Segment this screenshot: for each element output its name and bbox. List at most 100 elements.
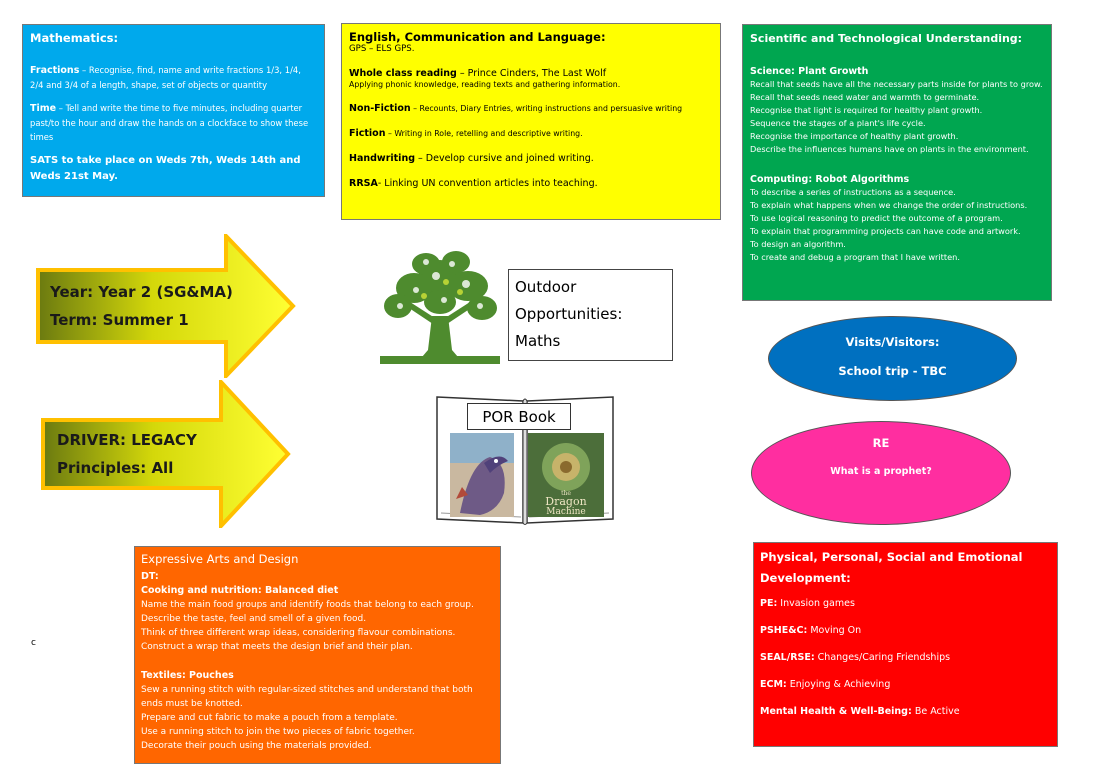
outdoor-title-1: Outdoor [515, 278, 577, 296]
science-line: Describe the influences humans have on p… [750, 144, 1029, 154]
psed-panel: Physical, Personal, Social and Emotional… [753, 542, 1058, 747]
science-panel: Scientific and Technological Understandi… [742, 24, 1052, 301]
cover-title-the: the [561, 490, 571, 497]
term-label: Term: Summer 1 [50, 311, 189, 329]
year-arrow-text: Year: Year 2 (SG&MA) Term: Summer 1 [50, 278, 233, 334]
stray-character: c [31, 638, 36, 648]
time-item: Time – Tell and write the time to five m… [30, 101, 317, 144]
rrsa-label: RRSA [349, 178, 378, 189]
pe-text: Invasion games [777, 598, 855, 609]
year-arrow-shape [36, 234, 296, 378]
cover-title-dragon: Dragon [545, 495, 586, 508]
pe-item: PE: Invasion games [760, 597, 1051, 611]
rrsa-item: RRSA- Linking UN convention articles int… [349, 178, 713, 189]
tree-icon [380, 251, 500, 364]
outdoor-text: Maths [515, 332, 561, 350]
science-line: Sequence the stages of a plant's life cy… [750, 118, 926, 128]
handwriting-label: Handwriting [349, 153, 416, 164]
por-book-label: POR Book [467, 403, 571, 430]
science-line: Recognise that light is required for hea… [750, 105, 983, 115]
seal-text: Changes/Caring Friendships [814, 652, 951, 663]
handwriting-item: Handwriting – Develop cursive and joined… [349, 153, 713, 164]
computing-line: To use logical reasoning to predict the … [750, 213, 1003, 223]
computing-heading: Computing: Robot Algorithms [750, 174, 910, 185]
expressive-arts-panel: Expressive Arts and Design DT: Cooking a… [134, 546, 501, 764]
textiles-line: Prepare and cut fabric to make a pouch f… [141, 713, 398, 723]
driver-label: DRIVER: LEGACY [57, 431, 197, 449]
computing-line: To describe a series of instructions as … [750, 187, 956, 197]
cooking-line: Construct a wrap that meets the design b… [141, 642, 413, 652]
textiles-heading: Textiles: Pouches [141, 670, 234, 681]
sats-note: SATS to take place on Weds 7th, Weds 14t… [30, 155, 301, 182]
gps-text: GPS – ELS GPS. [349, 44, 415, 54]
textiles-line: Sew a running stitch with regular-sized … [141, 685, 473, 709]
computing-line: To explain that programming projects can… [750, 226, 1021, 236]
reading-item: Whole class reading – Prince Cinders, Th… [349, 68, 713, 79]
textiles-line: Decorate their pouch using the materials… [141, 741, 372, 751]
outdoor-panel: Outdoor Opportunities: Maths [508, 269, 673, 361]
cover-title-machine: Machine [546, 507, 585, 517]
driver-arrow-shape [41, 380, 291, 528]
handwriting-text: – Develop cursive and joined writing. [415, 153, 594, 164]
nonfiction-item: Non-Fiction – Recounts, Diary Entries, w… [349, 103, 713, 114]
textiles-line: Use a running stitch to join the two pie… [141, 727, 415, 737]
reading-text: – Prince Cinders, The Last Wolf [456, 68, 607, 79]
science-line: Recall that seeds have all the necessary… [750, 79, 1043, 89]
fractions-label: Fractions [30, 65, 80, 76]
pshe-item: PSHE&C: Moving On [760, 624, 1051, 638]
dragon-machine-cover-image: the Dragon Machine [528, 433, 604, 517]
english-title: English, Communication and Language: [349, 30, 606, 44]
english-panel: English, Communication and Language: GPS… [341, 23, 721, 220]
re-title: RE [872, 436, 890, 450]
psed-title: Physical, Personal, Social and Emotional… [760, 550, 1023, 585]
time-label: Time [30, 103, 57, 114]
dragon-cover-image [450, 433, 514, 517]
mental-health-item: Mental Health & Well-Being: Be Active [760, 705, 1051, 719]
rrsa-text: - Linking UN convention articles into te… [377, 178, 598, 189]
computing-line: To create and debug a program that I hav… [750, 252, 960, 262]
fractions-item: Fractions – Recognise, find, name and wr… [30, 63, 317, 92]
nonfiction-text: – Recounts, Diary Entries, writing instr… [410, 104, 683, 113]
science-title: Scientific and Technological Understandi… [750, 32, 1023, 45]
pshe-label: PSHE&C: [760, 625, 808, 636]
science-line: Recognise the importance of healthy plan… [750, 131, 959, 141]
seal-item: SEAL/RSE: Changes/Caring Friendships [760, 651, 1051, 665]
science-line: Recall that seeds need water and warmth … [750, 92, 980, 102]
fractions-text: – Recognise, find, name and write fracti… [30, 65, 301, 90]
cooking-heading: Cooking and nutrition: Balanced diet [141, 585, 339, 596]
mathematics-panel: Mathematics: Fractions – Recognise, find… [22, 24, 325, 197]
year-label: Year: Year 2 (SG&MA) [50, 283, 233, 301]
seal-label: SEAL/RSE: [760, 652, 815, 663]
mental-health-label: Mental Health & Well-Being: [760, 706, 912, 717]
computing-line: To design an algorithm. [750, 239, 846, 249]
visits-title: Visits/Visitors: [845, 335, 940, 349]
visits-ellipse: Visits/Visitors: School trip - TBC [768, 316, 1017, 401]
re-text: What is a prophet? [830, 466, 932, 477]
visits-text: School trip - TBC [838, 364, 947, 378]
reading-label: Whole class reading [349, 68, 457, 79]
driver-arrow-text: DRIVER: LEGACY Principles: All [57, 426, 197, 482]
principles-label: Principles: All [57, 459, 174, 477]
pe-label: PE: [760, 598, 778, 609]
computing-line: To explain what happens when we change t… [750, 200, 1028, 210]
science-heading: Science: Plant Growth [750, 66, 869, 77]
re-ellipse: RE What is a prophet? [751, 421, 1011, 525]
art-title: Expressive Arts and Design [141, 552, 299, 566]
cooking-line: Think of three different wrap ideas, con… [141, 628, 456, 638]
nonfiction-label: Non-Fiction [349, 103, 411, 114]
mental-health-text: Be Active [911, 706, 960, 717]
ecm-item: ECM: Enjoying & Achieving [760, 678, 1051, 692]
fiction-text: – Writing in Role, retelling and descrip… [385, 129, 583, 138]
fiction-label: Fiction [349, 128, 386, 139]
outdoor-title-2: Opportunities: [515, 305, 623, 323]
cooking-line: Name the main food groups and identify f… [141, 600, 474, 610]
ecm-label: ECM: [760, 679, 787, 690]
dt-label: DT: [141, 571, 159, 582]
cooking-line: Describe the taste, feel and smell of a … [141, 614, 367, 624]
mathematics-title: Mathematics: [30, 31, 119, 45]
time-text: – Tell and write the time to five minute… [30, 103, 309, 142]
fiction-item: Fiction – Writing in Role, retelling and… [349, 128, 713, 139]
pshe-text: Moving On [807, 625, 862, 636]
ecm-text: Enjoying & Achieving [786, 679, 891, 690]
reading-sub: Applying phonic knowledge, reading texts… [349, 80, 621, 89]
